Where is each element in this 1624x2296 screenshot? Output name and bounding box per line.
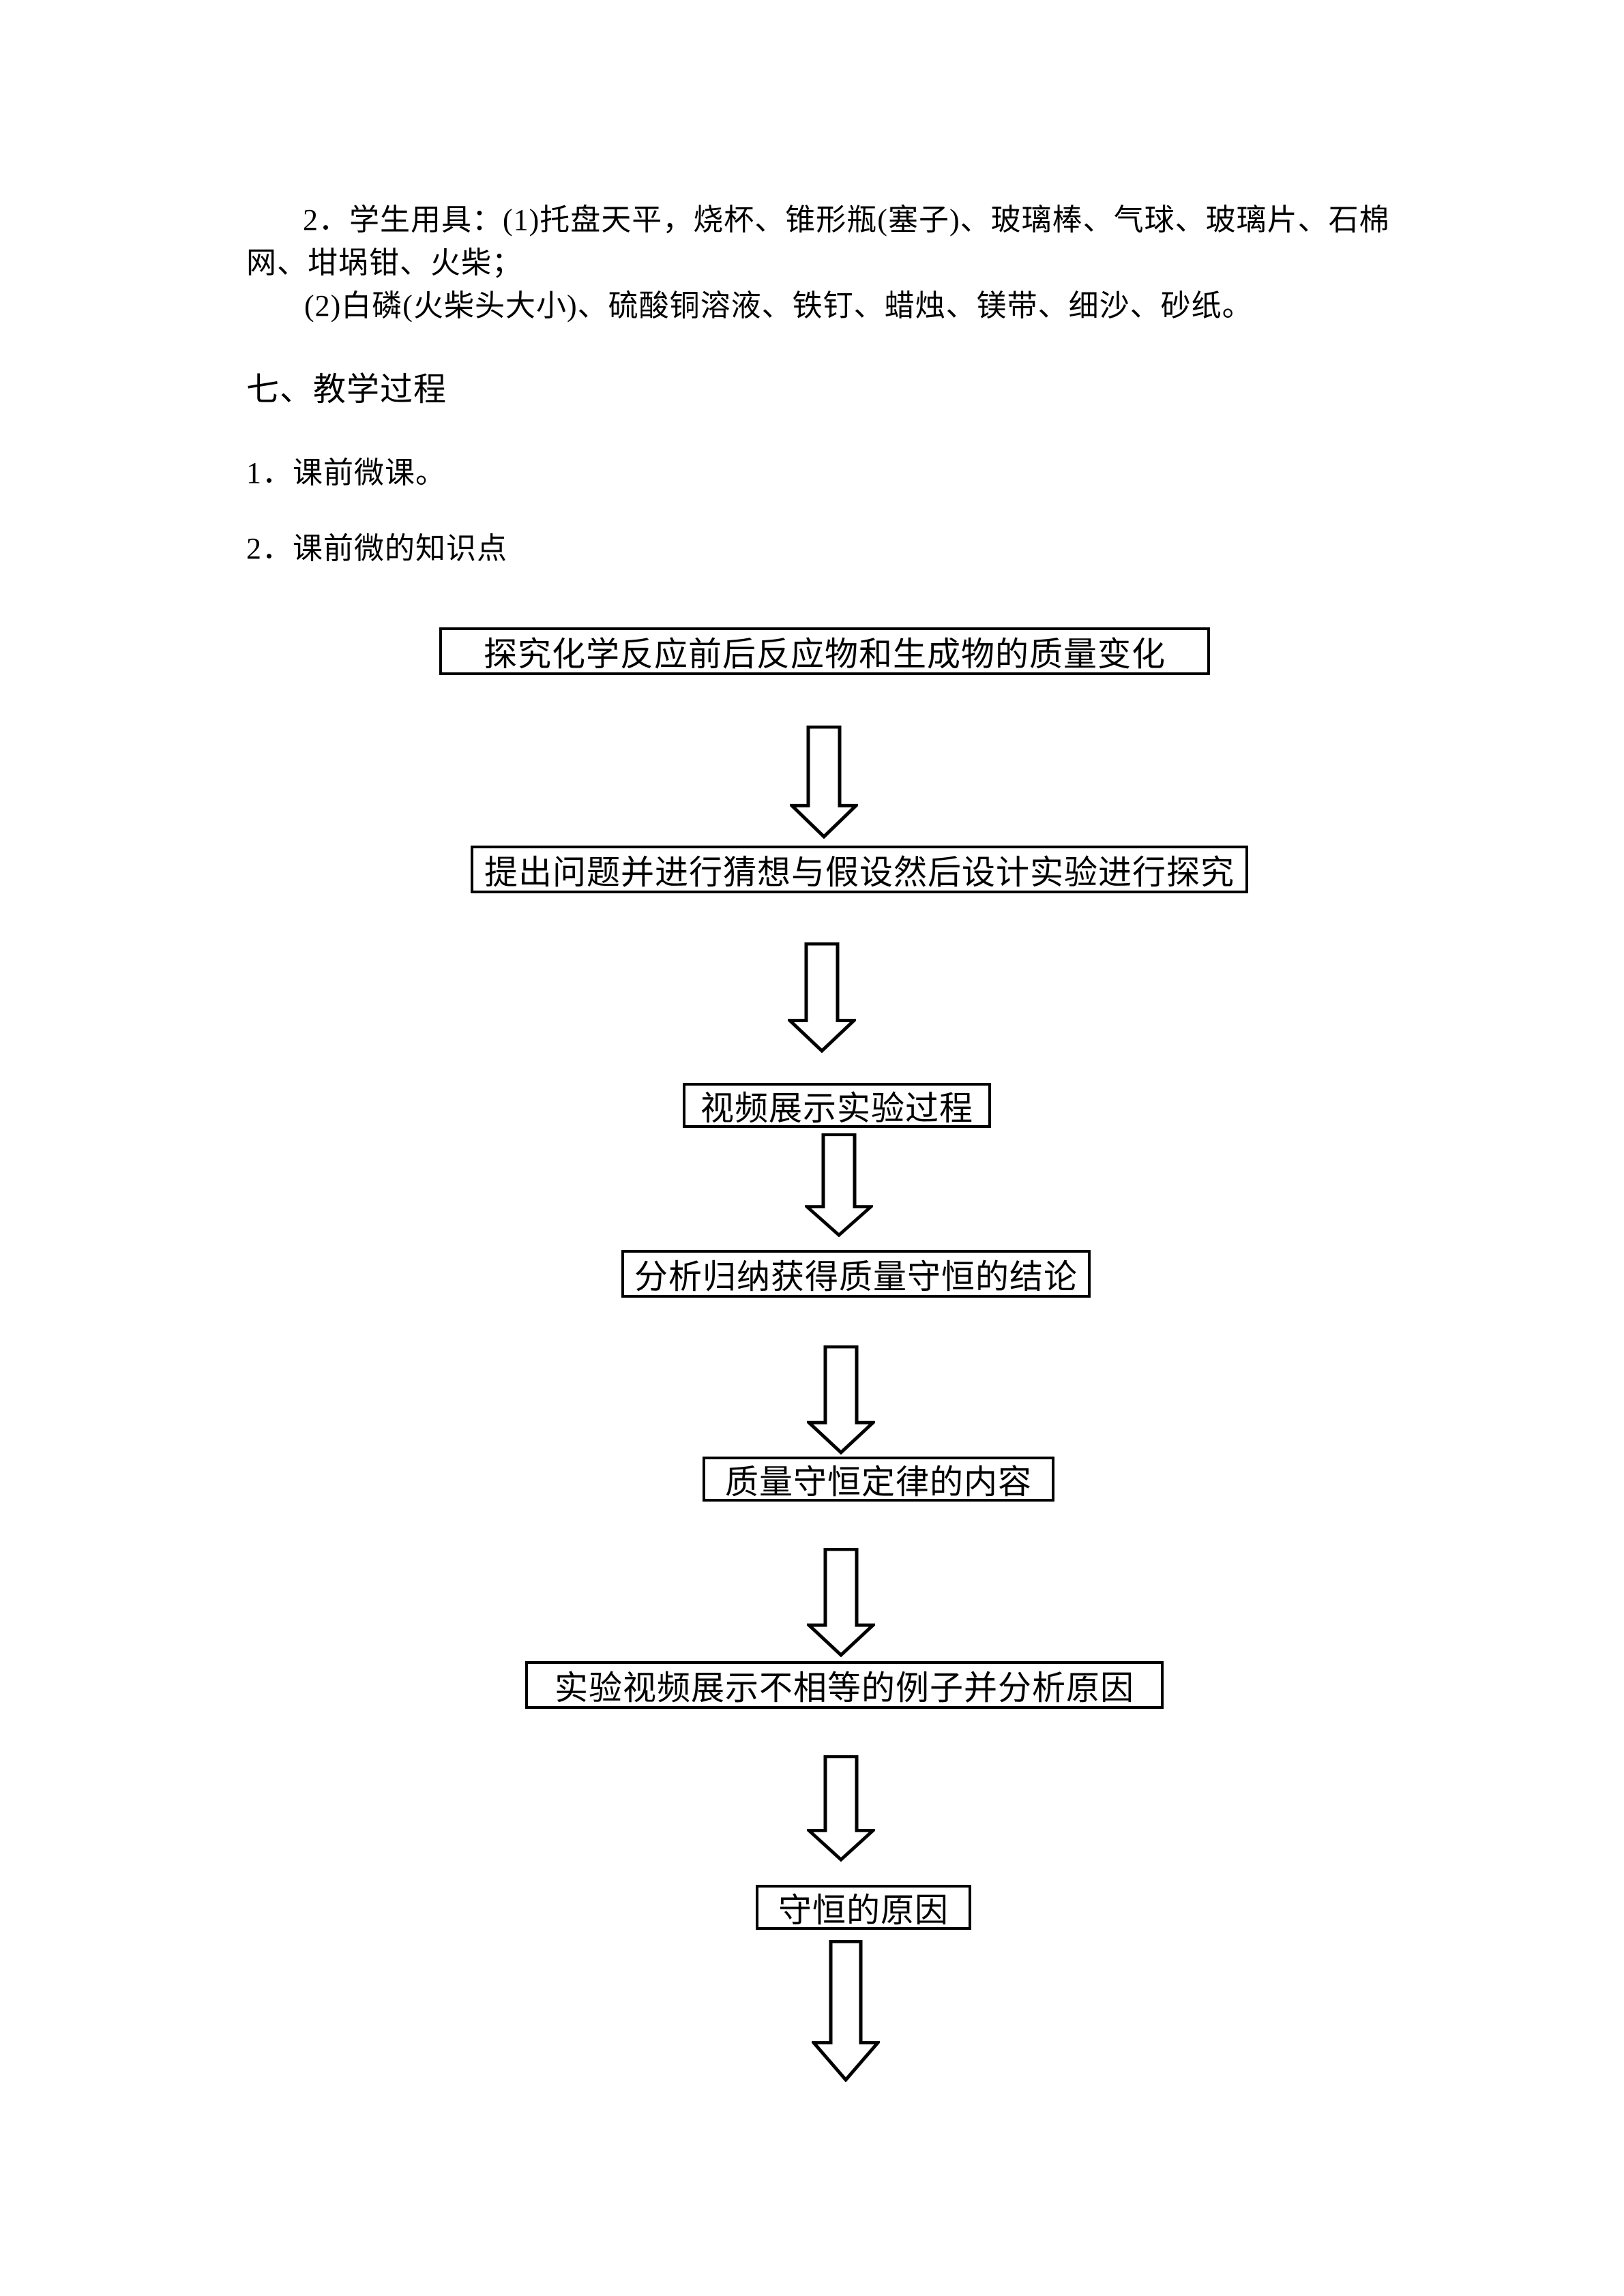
down-arrow-icon <box>790 726 858 839</box>
flow-step-2: 提出问题并进行猜想与假设然后设计实验进行探究 <box>471 846 1248 893</box>
flow-step-6: 实验视频展示不相等的例子并分析原因 <box>525 1661 1164 1709</box>
flow-step-7: 守恒的原因 <box>756 1885 971 1930</box>
list-item-2: 2．课前微的知识点 <box>246 532 507 565</box>
equipment-paragraph-line-2: 网、坩埚钳、火柴； <box>246 246 522 280</box>
flow-step-3-label: 视频展示实验过程 <box>700 1089 973 1127</box>
flow-step-1-label: 探究化学反应前后反应物和生成物的质量变化 <box>483 635 1166 673</box>
list-item-1: 1．课前微课。 <box>246 456 446 490</box>
down-arrow-icon <box>788 942 856 1053</box>
flow-step-4: 分析归纳获得质量守恒的结论 <box>621 1250 1091 1298</box>
flow-step-1: 探究化学反应前后反应物和生成物的质量变化 <box>439 627 1210 675</box>
equipment-paragraph-line-3: (2)白磷(火柴头大小)、硫酸铜溶液、铁钉、蜡烛、镁带、细沙、砂纸。 <box>304 289 1253 323</box>
down-arrow-icon <box>807 1755 875 1862</box>
section-heading: 七、教学过程 <box>246 372 447 408</box>
flow-step-5-label: 质量守恒定律的内容 <box>724 1463 1032 1501</box>
flow-step-5: 质量守恒定律的内容 <box>703 1457 1054 1502</box>
down-arrow-icon <box>807 1548 875 1657</box>
down-arrow-icon <box>805 1133 873 1237</box>
down-arrow-icon <box>812 1940 880 2082</box>
flow-step-2-label: 提出问题并进行猜想与假设然后设计实验进行探究 <box>484 853 1235 891</box>
flow-step-4-label: 分析归纳获得质量守恒的结论 <box>634 1257 1078 1296</box>
down-arrow-icon <box>807 1345 875 1455</box>
equipment-paragraph-line-1: 2．学生用具：(1)托盘天平，烧杯、锥形瓶(塞子)、玻璃棒、气球、玻璃片、石棉 <box>303 203 1390 237</box>
flow-step-7-label: 守恒的原因 <box>778 1891 949 1929</box>
flow-step-3: 视频展示实验过程 <box>683 1083 991 1128</box>
flow-step-6-label: 实验视频展示不相等的例子并分析原因 <box>554 1669 1134 1707</box>
